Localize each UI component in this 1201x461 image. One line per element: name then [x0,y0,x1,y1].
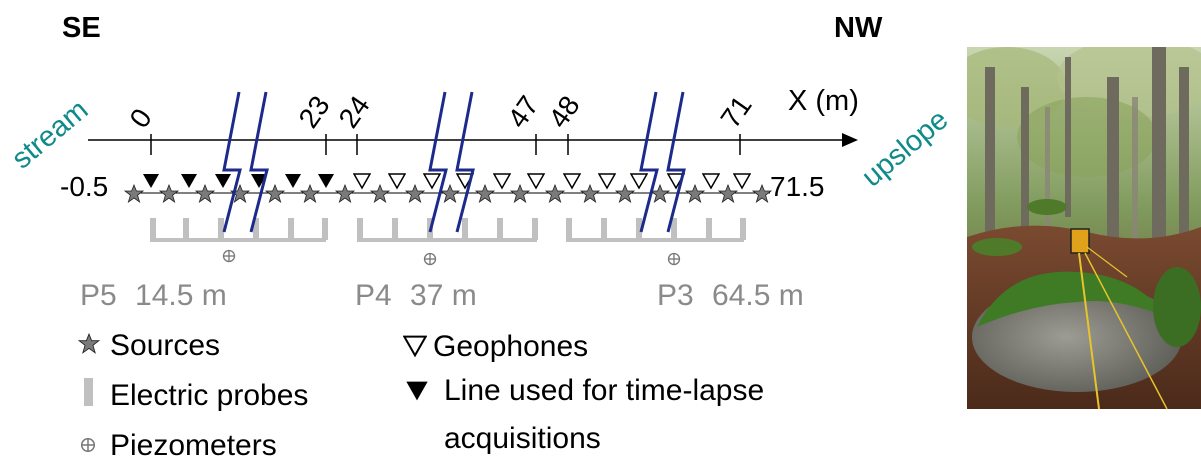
section-breaks [222,91,686,233]
nw-label: NW [834,12,883,44]
piezometer-p5-icon [222,249,236,263]
se-label: SE [62,12,101,44]
legend-geophone-icon [403,335,427,357]
x-axis-label: X (m) [788,85,859,117]
legend-timelapse-line1: Line used for time-lapse [444,374,764,407]
tick-label-0: 0 [124,103,158,134]
stream-label: stream [6,94,94,175]
legend-probe-icon [84,378,93,406]
piezometer-p3-id: P3 [657,279,694,312]
piezometer-p4-icon [423,252,437,266]
piezometer-p5-label: P5 14.5 m [80,279,227,312]
piezometer-p3-distance: 64.5 m [712,279,804,312]
tick-label-23: 23 [293,90,336,133]
tick-label-47: 47 [502,90,545,133]
survey-line-diagram: stream upslope X (m) 0 23 24 47 48 71 -0… [6,85,954,461]
piezometer-p3-icon [667,252,681,266]
x-axis-arrow [842,133,858,147]
tick-label-48: 48 [543,90,586,133]
piezometer-p4-distance: 37 m [410,279,477,312]
upslope-label: upslope [856,104,954,194]
electric-probes [150,218,746,242]
piezometer-p4-label: P4 37 m [355,279,477,312]
legend-piezometer-icon [80,437,96,453]
piezometer-p5-id: P5 [80,279,117,312]
tick-label-24: 24 [333,90,376,133]
legend-piezometers: Piezometers [110,429,277,461]
line-start-label: -0.5 [60,171,108,202]
axis-ticks [150,134,741,155]
legend-electric-probes: Electric probes [110,379,308,412]
legend-geophones: Geophones [433,330,588,363]
piezometer-p3-label: P3 64.5 m [657,279,804,312]
piezometer-p4-id: P4 [355,279,392,312]
field-photo [967,47,1201,409]
tick-label-71: 71 [715,90,758,133]
legend-sources: Sources [110,329,220,362]
line-end-label: 71.5 [770,171,825,202]
legend-timelapse-icon [406,381,428,401]
piezometer-p5-distance: 14.5 m [135,279,227,312]
geophones [353,173,751,189]
legend-timelapse-line2: acquisitions [444,422,601,455]
legend-source-icon [78,333,100,354]
